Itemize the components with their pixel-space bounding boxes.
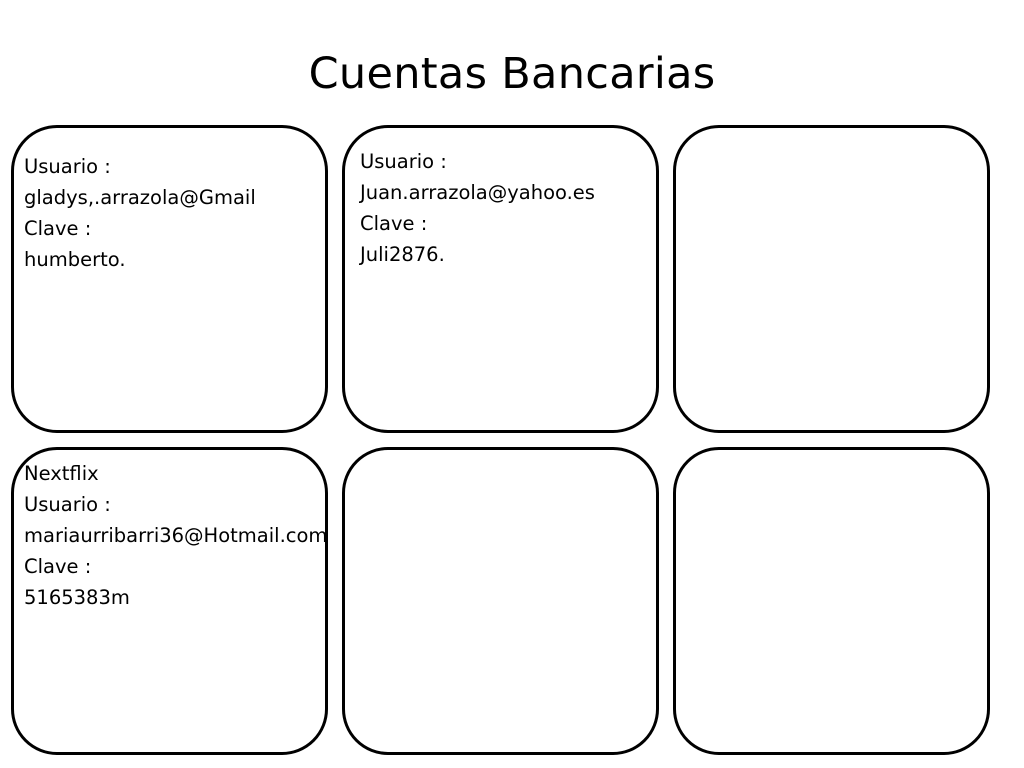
user-value: mariaurribarri36@Hotmail.com (24, 524, 328, 547)
account-card-3 (673, 125, 990, 433)
password-value: Juli2876. (360, 243, 445, 266)
service-name: Nextflix (24, 462, 99, 485)
user-value: gladys,.arrazola@Gmail (24, 186, 256, 209)
password-value: 5165383m (24, 586, 130, 609)
password-label: Clave : (360, 212, 428, 235)
password-label: Clave : (24, 555, 92, 578)
account-card-5 (342, 447, 659, 755)
user-label: Usuario : (24, 493, 111, 516)
account-card-1 (11, 125, 328, 433)
account-card-4 (11, 447, 328, 755)
password-label: Clave : (24, 217, 92, 240)
account-card-6 (673, 447, 990, 755)
account-card-2-text: Usuario : Juan.arrazola@yahoo.es Clave :… (360, 146, 595, 270)
user-label: Usuario : (24, 155, 111, 178)
user-label: Usuario : (360, 150, 447, 173)
account-card-1-text: Usuario : gladys,.arrazola@Gmail Clave :… (24, 151, 256, 275)
account-card-2 (342, 125, 659, 433)
account-card-4-text: Nextflix Usuario : mariaurribarri36@Hotm… (24, 458, 327, 613)
password-value: humberto. (24, 248, 126, 271)
user-value: Juan.arrazola@yahoo.es (360, 181, 595, 204)
page-title: Cuentas Bancarias (308, 49, 716, 99)
